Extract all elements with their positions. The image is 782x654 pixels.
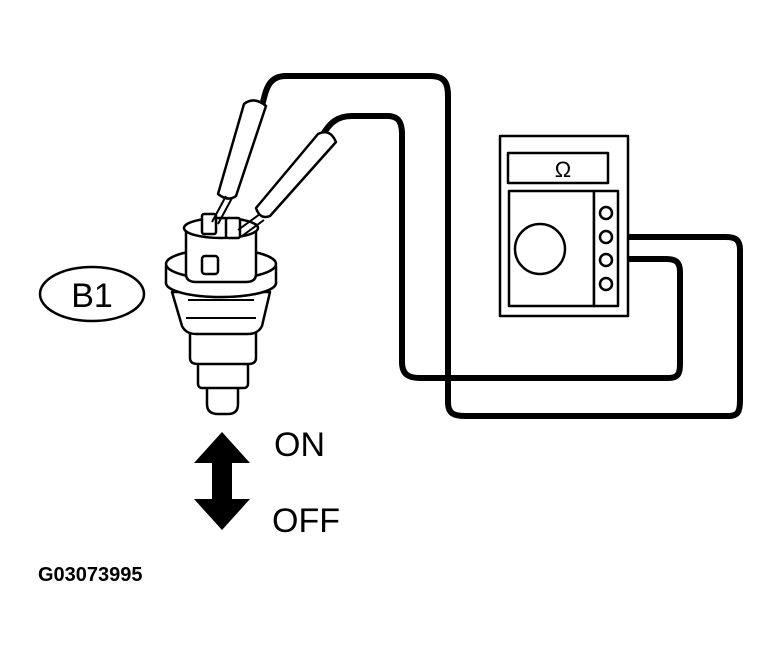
component-label: B1 bbox=[38, 265, 146, 323]
connector-rim bbox=[182, 216, 260, 240]
terminal-2 bbox=[598, 229, 614, 245]
ohm-symbol: Ω bbox=[555, 157, 571, 182]
probe-right-tip bbox=[237, 213, 261, 231]
label-oval bbox=[38, 265, 146, 323]
connector-latch bbox=[200, 254, 220, 276]
probe-right-tip bbox=[241, 219, 265, 237]
terminal-1 bbox=[598, 205, 614, 221]
terminal-3 bbox=[598, 252, 614, 268]
probe-right-barrel bbox=[254, 131, 338, 219]
probe-wire-2 bbox=[319, 113, 683, 381]
switch-plunger bbox=[205, 384, 240, 416]
probe-left bbox=[211, 99, 268, 225]
probe-left-tip bbox=[217, 197, 233, 225]
meter-display bbox=[506, 151, 610, 185]
probe-wire-1 bbox=[259, 73, 743, 419]
off-label: OFF bbox=[272, 502, 340, 540]
multimeter: Ω bbox=[498, 134, 630, 318]
probe-left-barrel bbox=[216, 99, 268, 200]
probe-left-tip bbox=[211, 195, 227, 223]
connector-pin-2 bbox=[224, 216, 242, 240]
figure-code: G03073995 bbox=[38, 564, 143, 586]
probe-right bbox=[237, 131, 338, 237]
switch-hex-nut bbox=[170, 290, 272, 336]
switch-connector bbox=[184, 230, 258, 284]
switch-thread bbox=[188, 328, 258, 366]
on-label: ON bbox=[274, 426, 325, 464]
terminal-4 bbox=[598, 276, 614, 292]
component-label-text: B1 bbox=[71, 277, 113, 315]
switch-lower-body bbox=[196, 360, 250, 390]
pressure-switch bbox=[164, 212, 278, 416]
meter-dial bbox=[513, 222, 567, 276]
on-off-double-arrow-icon bbox=[194, 432, 250, 530]
